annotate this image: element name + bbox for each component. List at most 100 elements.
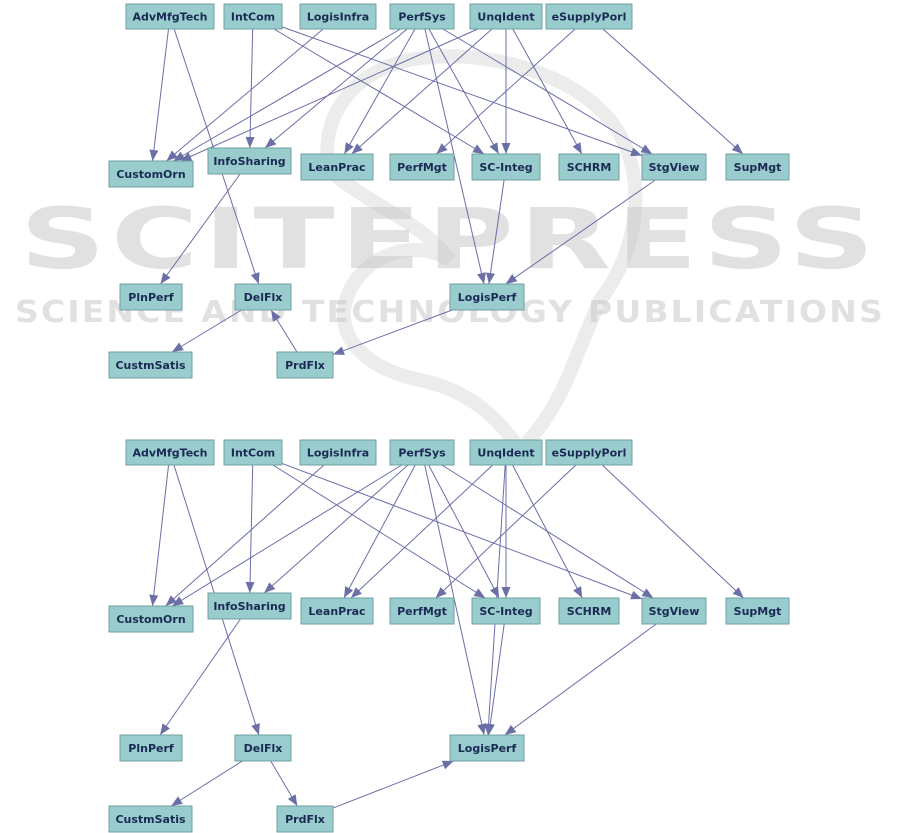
edge-stgview-to-logisperf bbox=[505, 179, 656, 285]
node-box bbox=[449, 734, 525, 762]
watermark-swoosh bbox=[320, 49, 643, 461]
arrowhead-customorn bbox=[180, 152, 193, 161]
node-label: UnqIdent bbox=[477, 11, 534, 24]
arrowhead-customorn bbox=[149, 149, 159, 161]
node-customorn: CustomOrn bbox=[108, 160, 194, 188]
edge-esupplyporl-to-perfmgt bbox=[435, 464, 577, 599]
node-intcom: IntCom bbox=[223, 439, 283, 466]
arrowhead-delflx bbox=[251, 723, 260, 735]
arrowhead-prdflx bbox=[287, 794, 298, 806]
node-label: StgView bbox=[649, 161, 700, 174]
node-box bbox=[389, 597, 455, 625]
arrowhead-stgview bbox=[630, 590, 642, 600]
watermark: SCITEPRESS SCIENCE AND TECHNOLOGY PUBLIC… bbox=[15, 49, 883, 461]
node-box bbox=[207, 147, 292, 175]
node-label: SupMgt bbox=[734, 605, 782, 618]
arrowhead-infosharing bbox=[264, 582, 276, 593]
node-label: AdvMfgTech bbox=[132, 447, 207, 460]
node-plnperf: PlnPerf bbox=[119, 734, 183, 762]
node-box bbox=[299, 3, 377, 30]
node-delflx: DelFlx bbox=[234, 734, 292, 762]
arrowhead-stgview bbox=[630, 147, 642, 157]
node-label: SupMgt bbox=[734, 161, 782, 174]
edge-esupplyporl-to-supmgt bbox=[601, 464, 745, 599]
edge-logisinfra-to-customorn bbox=[166, 28, 324, 162]
watermark-title: SCITEPRESS bbox=[20, 190, 880, 288]
node-box bbox=[207, 592, 292, 620]
node-box bbox=[125, 439, 215, 466]
node-unqident: UnqIdent bbox=[469, 439, 543, 466]
arrowhead-perfmgt bbox=[435, 587, 447, 598]
arrowhead-leanprac bbox=[351, 143, 363, 154]
node-intcom: IntCom bbox=[223, 3, 283, 30]
arrowhead-leanprac bbox=[344, 142, 354, 154]
node-infosharing: InfoSharing bbox=[207, 147, 292, 175]
node-box bbox=[545, 439, 633, 466]
arrowhead-sc-integ bbox=[501, 143, 511, 154]
node-box bbox=[389, 439, 455, 466]
node-leanprac: LeanPrac bbox=[300, 153, 374, 181]
arrowhead-customorn bbox=[165, 595, 177, 606]
node-box bbox=[125, 3, 215, 30]
arrowhead-supmgt bbox=[731, 143, 743, 154]
arrowhead-logisperf bbox=[477, 272, 486, 284]
node-sc-integ: SC-Integ bbox=[471, 153, 541, 181]
node-box bbox=[558, 597, 620, 625]
arrowhead-logisperf bbox=[486, 272, 495, 284]
arrowhead-custmsatis bbox=[172, 342, 184, 352]
node-label: InfoSharing bbox=[213, 155, 285, 168]
node-label: PerfMgt bbox=[397, 161, 447, 174]
node-label: eSupplyPorl bbox=[552, 11, 627, 24]
edge-logisperf-to-prdflx bbox=[332, 309, 453, 356]
node-label: LogisInfra bbox=[307, 447, 369, 460]
node-sc-integ: SC-Integ bbox=[471, 597, 541, 625]
node-label: DelFlx bbox=[244, 291, 283, 304]
arrowhead-sc-integ bbox=[501, 587, 511, 598]
node-box bbox=[725, 597, 790, 625]
node-stgview: StgView bbox=[641, 597, 707, 625]
edge-unqident-to-customorn bbox=[180, 28, 479, 162]
node-logisinfra: LogisInfra bbox=[299, 439, 377, 466]
edge-delflx-to-custmsatis bbox=[170, 760, 243, 807]
node-box bbox=[108, 605, 194, 633]
edge-perfsys-to-customorn bbox=[171, 464, 402, 607]
node-label: CustomOrn bbox=[116, 613, 185, 626]
node-customorn: CustomOrn bbox=[108, 605, 194, 633]
node-box bbox=[725, 153, 790, 181]
node-logisperf: LogisPerf bbox=[449, 734, 525, 762]
arrowhead-delflx bbox=[271, 310, 281, 322]
arrowhead-infosharing bbox=[265, 137, 277, 148]
arrowhead-perfmgt bbox=[436, 143, 448, 154]
arrowhead-infosharing bbox=[245, 581, 255, 593]
node-box bbox=[558, 153, 620, 181]
edge-advmfgtech-to-customorn bbox=[152, 28, 169, 162]
node-stgview: StgView bbox=[641, 153, 707, 181]
node-box bbox=[469, 3, 543, 30]
arrowhead-sc-integ bbox=[473, 588, 486, 598]
node-label: PerfMgt bbox=[397, 605, 447, 618]
edge-perfsys-to-leanprac bbox=[343, 464, 416, 599]
edge-infosharing-to-plnperf bbox=[159, 618, 241, 736]
node-box bbox=[234, 283, 292, 311]
node-label: UnqIdent bbox=[477, 447, 534, 460]
node-label: SC-Integ bbox=[479, 605, 532, 618]
node-label: PlnPerf bbox=[128, 291, 174, 304]
arrowhead-prdflx bbox=[333, 346, 345, 355]
arrowhead-customorn bbox=[149, 594, 159, 606]
edge-perfsys-to-infosharing bbox=[263, 464, 409, 594]
edge-unqident-to-leanprac bbox=[350, 464, 494, 599]
arrowhead-logisperf bbox=[505, 274, 518, 284]
node-label: CustomOrn bbox=[116, 168, 185, 181]
node-box bbox=[641, 153, 707, 181]
node-label: PlnPerf bbox=[128, 742, 174, 755]
edge-intcom-to-infosharing bbox=[249, 464, 254, 594]
arrowhead-stgview bbox=[641, 588, 654, 598]
node-supmgt: SupMgt bbox=[725, 153, 790, 181]
edge-perfsys-to-sc-integ bbox=[428, 28, 500, 155]
arrowhead-plnperf bbox=[160, 272, 171, 284]
node-label: LeanPrac bbox=[308, 605, 365, 618]
node-advmfgtech: AdvMfgTech bbox=[125, 439, 215, 466]
node-box bbox=[469, 439, 543, 466]
node-label: CustmSatis bbox=[115, 813, 186, 826]
edge-sc-integ-to-logisperf bbox=[488, 179, 505, 285]
